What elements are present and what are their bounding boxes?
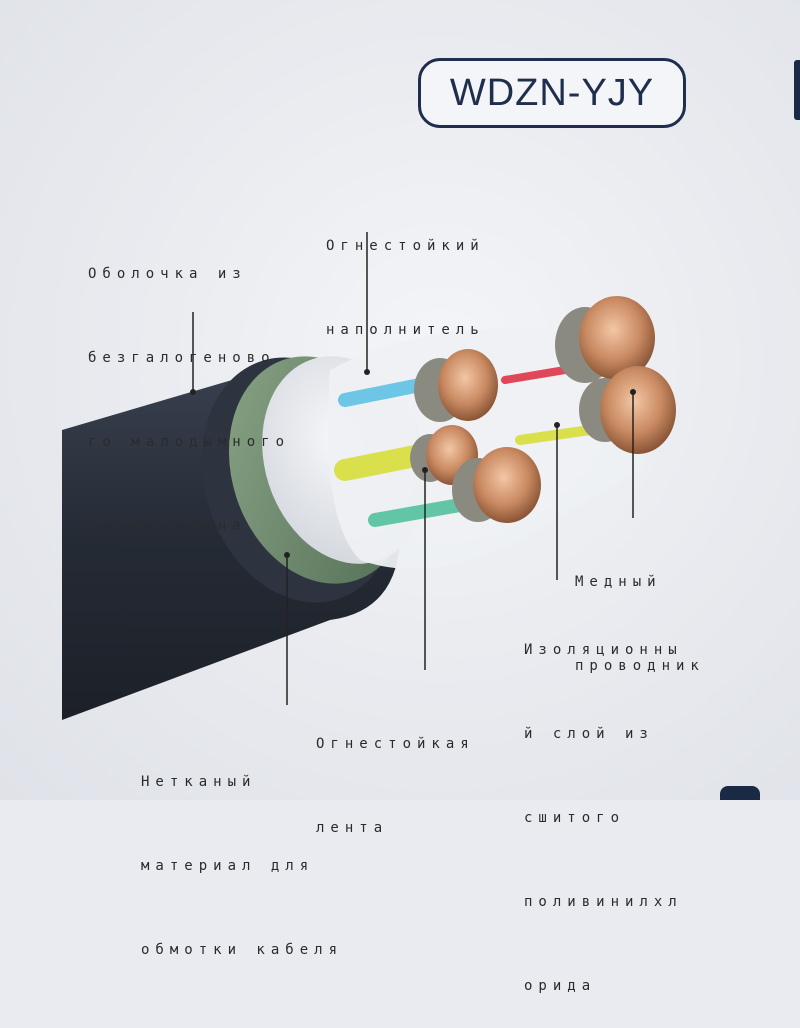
label-filler: Огнестойкий наполнитель [326,176,485,372]
core-stripe-green [368,498,467,527]
label-insulation-line: Изоляционны [524,642,683,658]
title-box: WDZN-YJY [418,58,686,128]
core-top-right [555,296,655,383]
label-sheath-line: го малодымного [88,434,291,450]
label-insulation-line: поливинилхл [524,894,683,910]
label-conductor-line: проводник [575,658,705,674]
label-insulation-line: й слой из [524,726,654,742]
label-insulation: Изоляционны й слой из сшитого поливинилх… [524,580,683,1028]
core-stripe-yellow [334,444,431,481]
label-nonwoven-line: материал для [141,858,315,874]
label-sheath: Оболочка из безгалогеново го малодымного… [88,204,290,568]
label-tape-line: Огнестойкая [316,736,475,752]
label-conductor-line: Медный [575,574,662,590]
core-stripe-red [501,366,569,384]
label-sheath-line: безгалогеново [88,350,276,366]
label-nonwoven: Нетканый материал для обмотки кабеля [141,712,343,992]
label-insulation-line: сшитого [524,810,626,826]
core-top-left [414,349,498,422]
core-bottom [452,447,541,523]
core-right [579,366,676,454]
cable-illustration [62,232,676,720]
label-insulation-line: орида [524,978,597,994]
label-sheath-line: Оболочка из [88,266,247,282]
label-filler-line: наполнитель [326,322,485,338]
label-filler-line: Огнестойкий [326,238,485,254]
edge-decoration [794,60,800,120]
label-conductor: Медный проводник [575,512,705,708]
edge-decoration-bottom [720,786,760,800]
title: WDZN-YJY [449,71,655,114]
label-nonwoven-line: Нетканый [141,774,257,790]
core-stripe-yellow-2 [515,425,595,445]
label-nonwoven-line: обмотки кабеля [141,942,344,958]
core-stripe-blue [338,378,427,407]
label-sheath-line: полиолефина [88,518,247,534]
